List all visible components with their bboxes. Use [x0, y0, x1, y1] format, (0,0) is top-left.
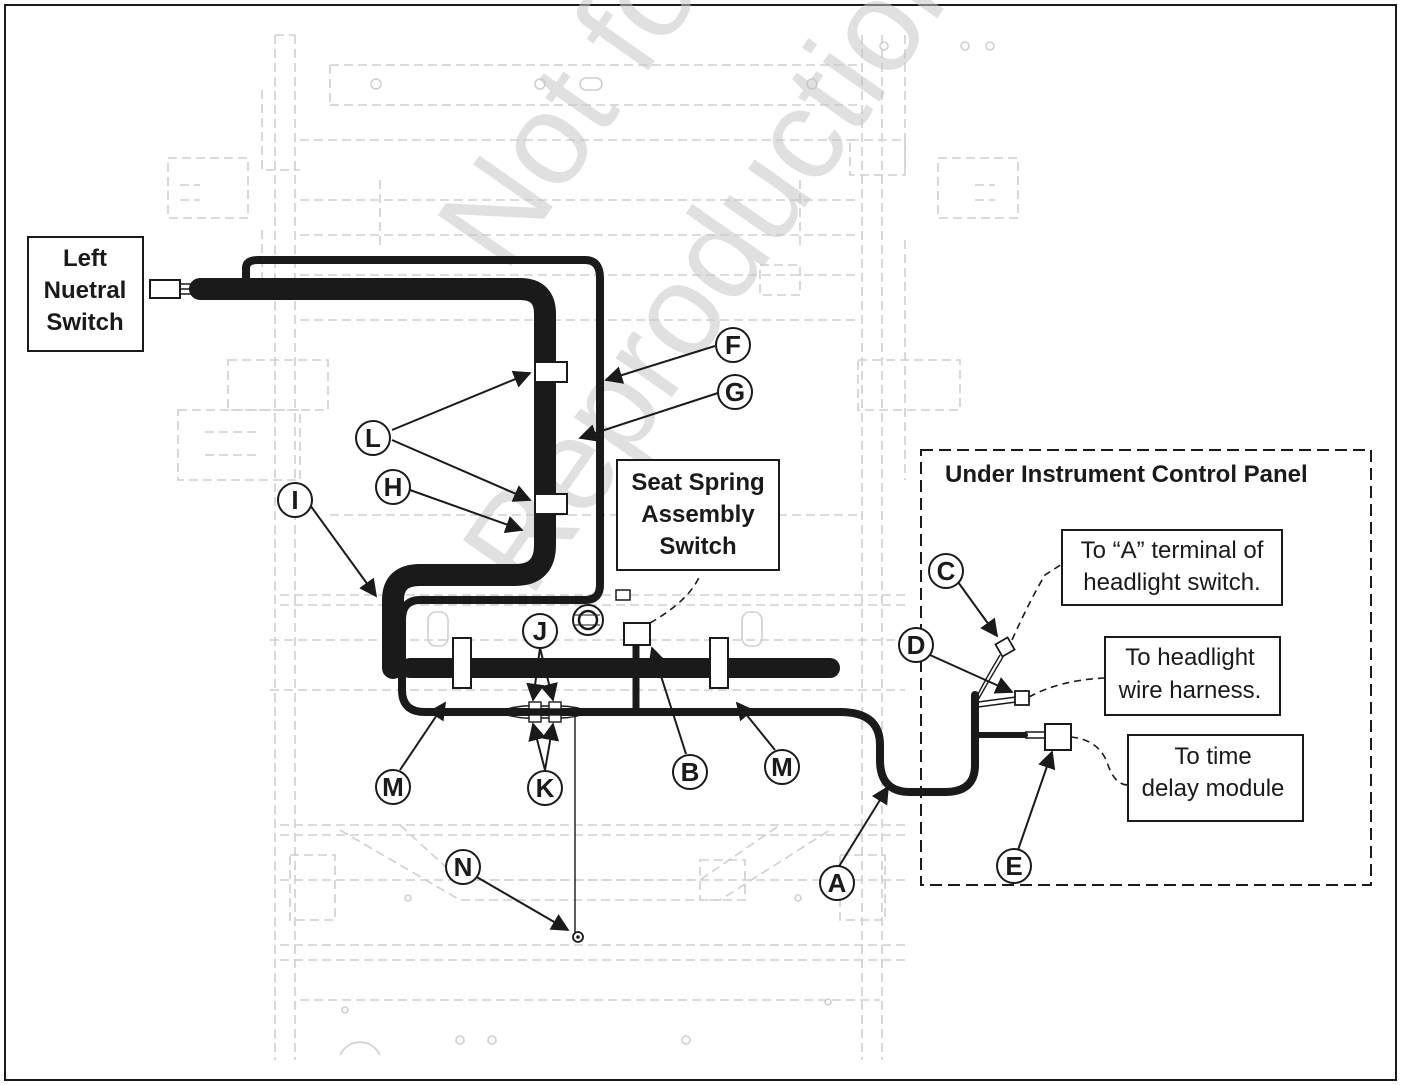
seat-switch-line-2: Assembly — [641, 501, 755, 528]
callout-m-left: M — [375, 769, 411, 805]
label-headlight-switch: To “A” terminal of headlight switch. — [1061, 529, 1283, 606]
left-switch-line-3: Switch — [46, 309, 123, 336]
callout-e: E — [996, 848, 1032, 884]
callout-m-right: M — [764, 749, 800, 785]
left-switch-line-2: Nuetral — [44, 277, 127, 304]
callout-k: K — [527, 770, 563, 806]
panel-connectors — [974, 563, 1129, 786]
callouts: F G L H I J K M M B N A C D E — [277, 327, 1032, 901]
callout-i: I — [277, 482, 313, 518]
svg-text:L: L — [365, 423, 381, 453]
chassis-frame — [167, 34, 1019, 1060]
seat-switch-line-1: Seat Spring — [631, 469, 764, 496]
headlight-harness-line-2: wire harness. — [1118, 677, 1262, 704]
clamp-lower — [534, 493, 568, 515]
svg-text:K: K — [536, 773, 555, 803]
svg-text:B: B — [681, 757, 700, 787]
time-delay-line-2: delay module — [1142, 775, 1285, 802]
time-delay-line-1: To time — [1174, 743, 1251, 770]
callout-g: G — [717, 374, 753, 410]
label-seat-switch: Seat Spring Assembly Switch — [616, 459, 780, 571]
clamp-left-m — [452, 637, 472, 689]
clamp-right-m — [709, 637, 729, 689]
label-time-delay: To time delay module — [1127, 734, 1304, 822]
svg-text:M: M — [771, 752, 793, 782]
control-panel-region — [920, 449, 1372, 886]
callout-l: L — [355, 420, 391, 456]
svg-text:N: N — [454, 852, 473, 882]
svg-text:J: J — [533, 616, 547, 646]
svg-text:M: M — [382, 772, 404, 802]
clamp-upper — [534, 361, 568, 383]
svg-text:I: I — [291, 485, 298, 515]
callout-n: N — [445, 849, 481, 885]
svg-text:G: G — [725, 377, 745, 407]
harness-clamps — [452, 361, 729, 689]
left-switch-connector — [149, 279, 200, 299]
leader-lines — [309, 345, 1056, 931]
svg-text:E: E — [1005, 851, 1022, 881]
callout-a: A — [819, 865, 855, 901]
splice-wires — [494, 701, 591, 943]
svg-text:D: D — [907, 630, 926, 660]
headlight-harness-line-1: To headlight — [1125, 644, 1255, 671]
svg-text:F: F — [725, 330, 741, 360]
seat-switch-line-3: Switch — [659, 533, 736, 560]
label-left-switch: Left Nuetral Switch — [27, 236, 144, 352]
left-switch-line-1: Left — [63, 245, 107, 272]
control-panel-title: Under Instrument Control Panel — [945, 461, 1308, 488]
headlight-switch-line-2: headlight switch. — [1083, 569, 1260, 596]
headlight-switch-line-1: To “A” terminal of — [1081, 537, 1264, 564]
label-headlight-harness: To headlight wire harness. — [1104, 636, 1281, 716]
callout-b: B — [672, 754, 708, 790]
callout-j: J — [522, 613, 558, 649]
svg-text:C: C — [937, 556, 956, 586]
callout-h: H — [375, 469, 411, 505]
main-harness — [189, 256, 1028, 796]
callout-f: F — [715, 327, 751, 363]
callout-c: C — [928, 553, 964, 589]
callout-d: D — [898, 627, 934, 663]
seat-switch-connector — [572, 574, 701, 646]
svg-text:H: H — [384, 472, 403, 502]
diagram-border — [4, 4, 1397, 1081]
svg-text:A: A — [828, 868, 847, 898]
